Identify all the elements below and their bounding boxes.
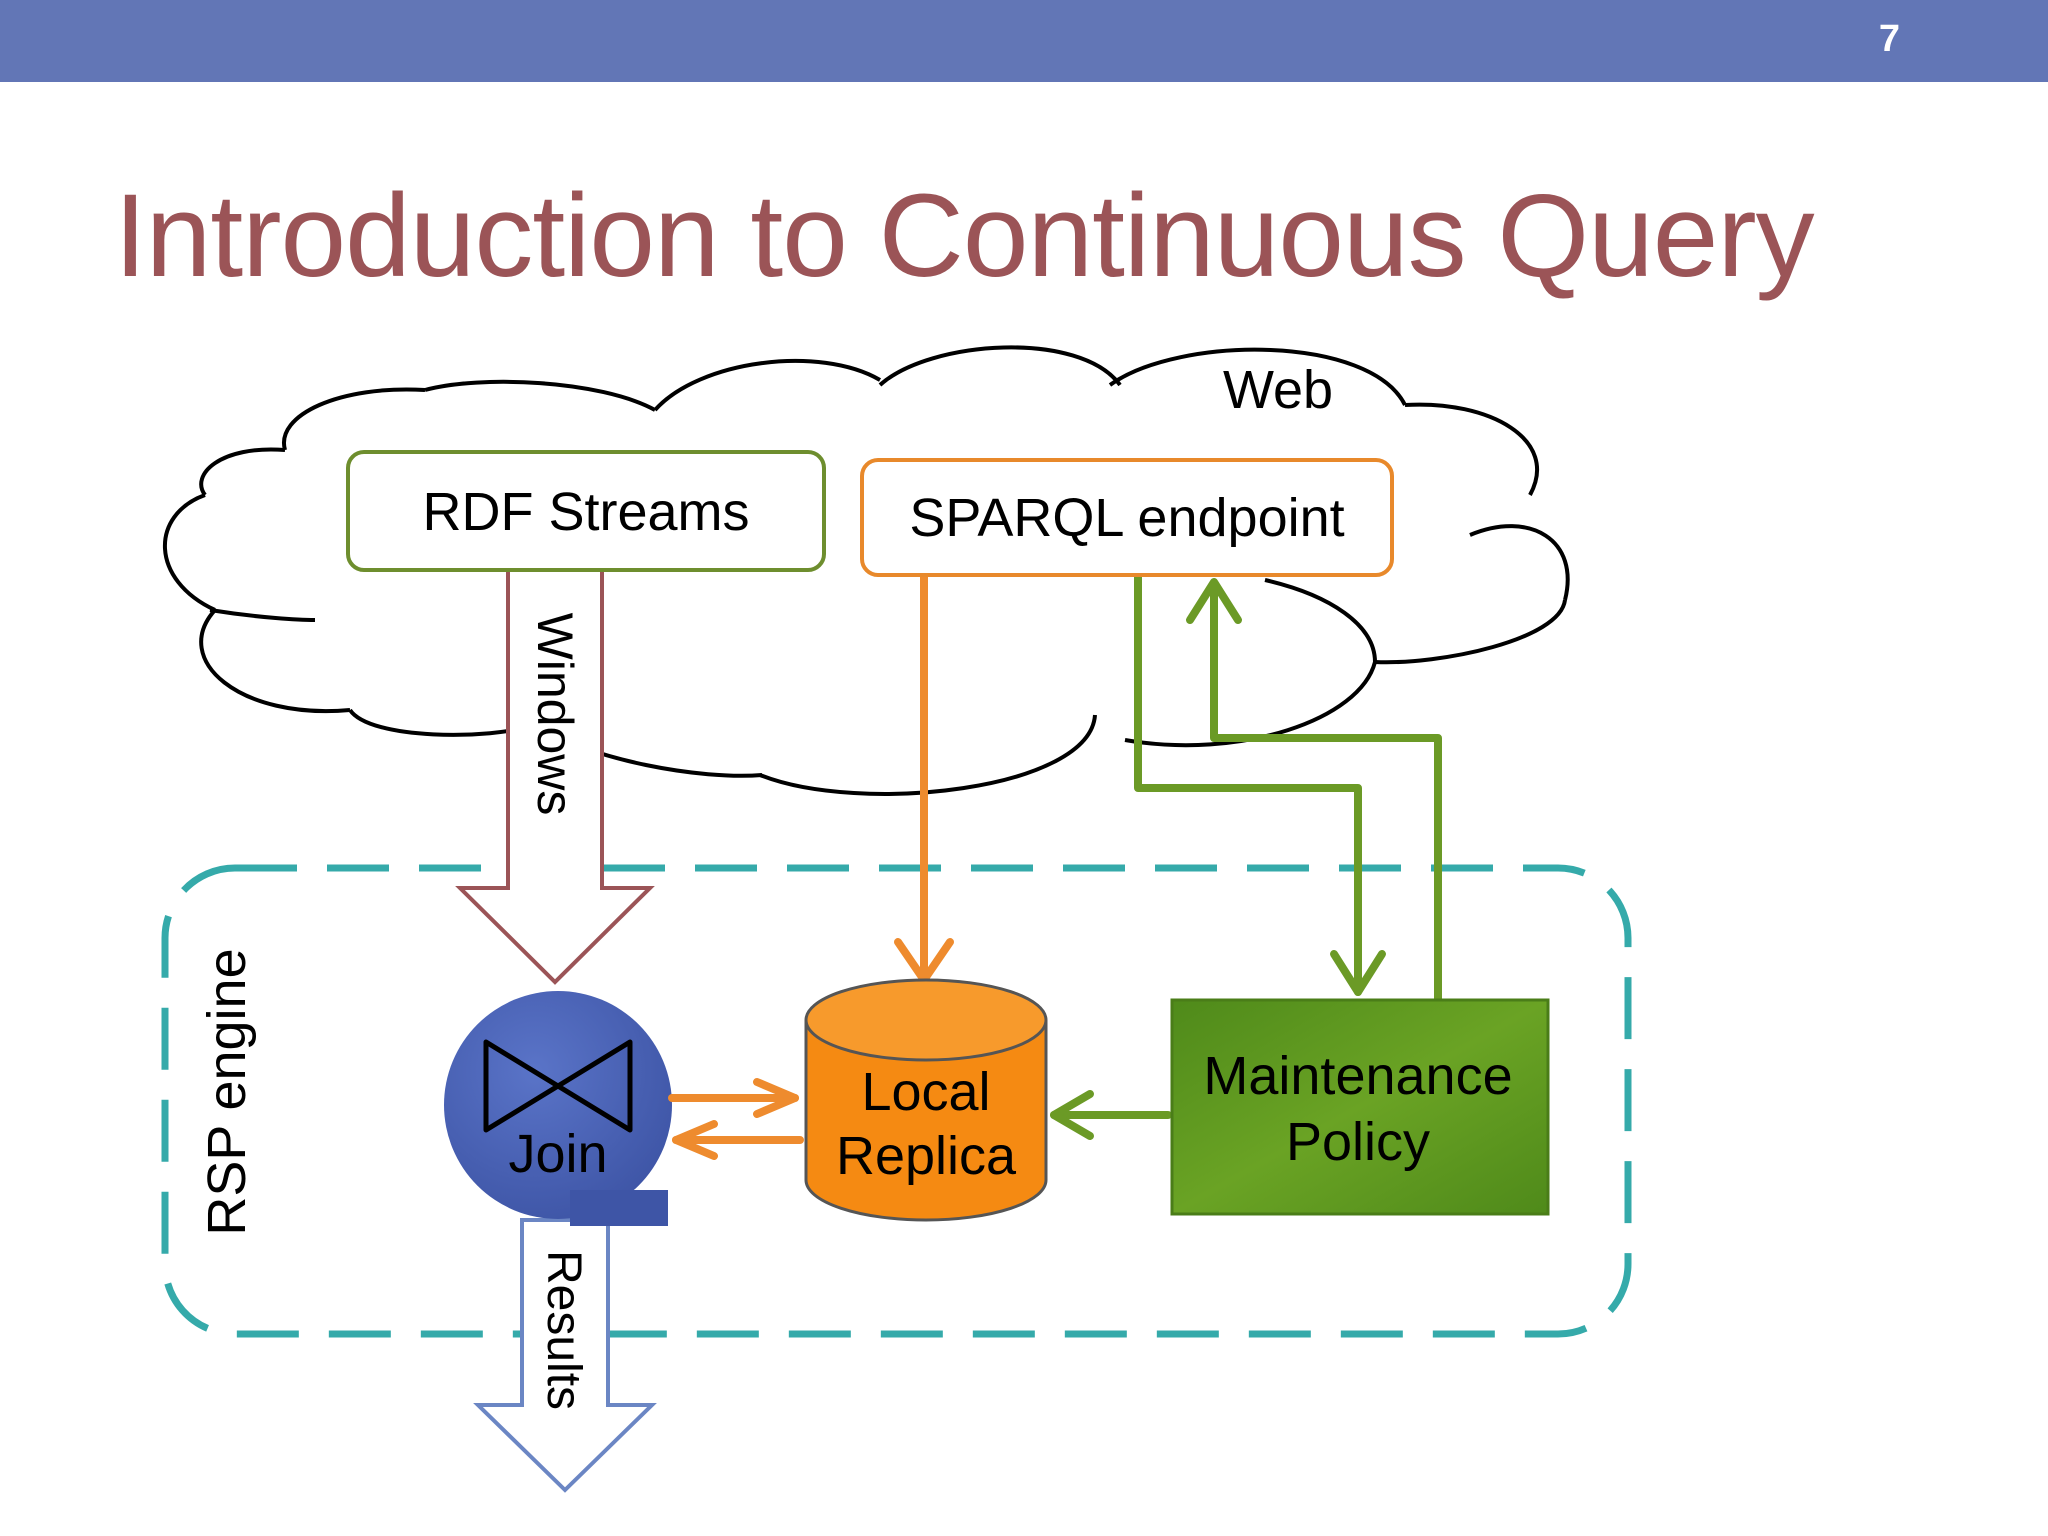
maintenance-line2: Policy (1286, 1112, 1430, 1172)
rsp-engine-boundary (161, 864, 1632, 1338)
web-cloud (163, 345, 1570, 796)
rsp-engine-label: RSP engine (197, 948, 257, 1235)
maintenance-policy-box: Maintenance Policy (1170, 998, 1550, 1216)
header-bar: 7 (0, 0, 2048, 82)
sparql-endpoint-label: SPARQL endpoint (909, 488, 1344, 548)
sparql-maintenance-arrows (1134, 571, 1442, 1004)
slide-number: 7 (1878, 18, 1900, 60)
results-arrow (473, 1218, 657, 1493)
slide-title: Introduction to Continuous Query (114, 170, 1815, 302)
windows-arrow (455, 568, 655, 985)
local-replica-database: Local Replica (804, 978, 1048, 1222)
sparql-to-replica-arrow (894, 571, 954, 984)
rdf-streams-box (346, 450, 826, 572)
maintenance-line1: Maintenance (1203, 1046, 1512, 1106)
join-replica-arrows (668, 1078, 804, 1160)
local-replica-line2: Replica (836, 1126, 1017, 1186)
rdf-streams-label: RDF Streams (422, 482, 749, 542)
join-label: Join (508, 1124, 607, 1184)
sparql-endpoint-box (860, 458, 1394, 577)
web-label: Web (1223, 360, 1333, 420)
windows-label: Windows (527, 613, 583, 816)
join-operator: Join (444, 991, 672, 1226)
local-replica-line1: Local (861, 1062, 990, 1122)
results-label: Results (537, 1250, 590, 1410)
maintenance-to-replica-arrow (1050, 1090, 1172, 1140)
